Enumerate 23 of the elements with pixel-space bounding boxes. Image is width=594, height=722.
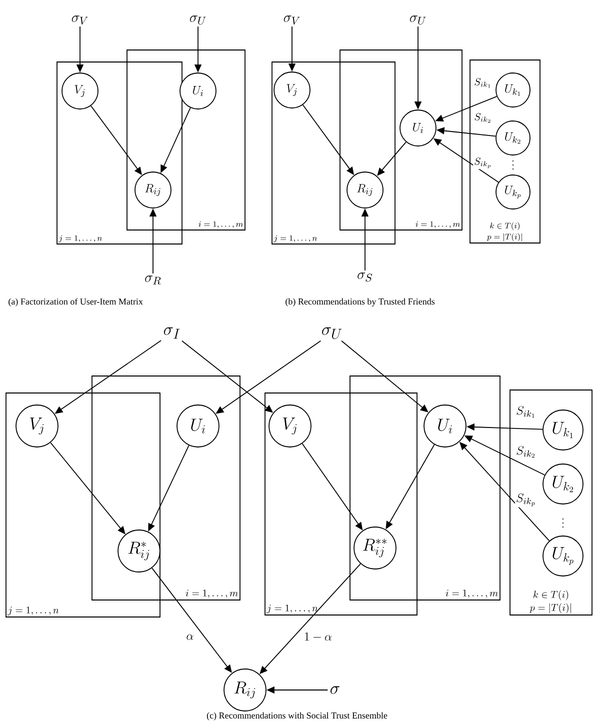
edge-label: $S_{ik_1}$ <box>515 405 537 419</box>
parameter-symbol: $\sigma_R$ <box>145 276 161 285</box>
arrow <box>377 142 406 176</box>
parameter-symbol: $\sigma$ <box>330 686 340 694</box>
edge-label: $1-\alpha$ <box>302 632 334 642</box>
edge-label: $S_{ik_2}$ <box>515 445 537 459</box>
figure-caption: (b) Recommendations by Trusted Friends <box>286 298 435 306</box>
edge-label: $S_{ik_1}$ <box>473 77 493 89</box>
edge-label: $S_{ik_p}$ <box>473 156 493 170</box>
parameter-symbol: $\sigma_U$ <box>322 327 342 339</box>
parameter-symbol: $\sigma_V$ <box>284 16 300 25</box>
parameter-symbol: $\sigma_U$ <box>410 16 426 25</box>
figure-caption: (a) Factorization of User-Item Matrix <box>8 298 143 306</box>
edge-label: $S_{ik_p}$ <box>514 492 538 508</box>
parameter-symbol: $\sigma_V$ <box>72 16 88 25</box>
ellipsis-dots: $\vdots$ <box>512 160 514 170</box>
parameter-symbol: $\sigma_I$ <box>164 327 180 339</box>
arrow <box>341 340 428 412</box>
edge-label: $\alpha$ <box>185 633 195 641</box>
ellipsis-dots: $\vdots$ <box>562 518 564 528</box>
edge-label: $S_{ik_2}$ <box>473 112 493 124</box>
parameter-symbol: $\sigma_U$ <box>190 16 206 25</box>
parameter-symbol: $\sigma_S$ <box>358 272 372 282</box>
